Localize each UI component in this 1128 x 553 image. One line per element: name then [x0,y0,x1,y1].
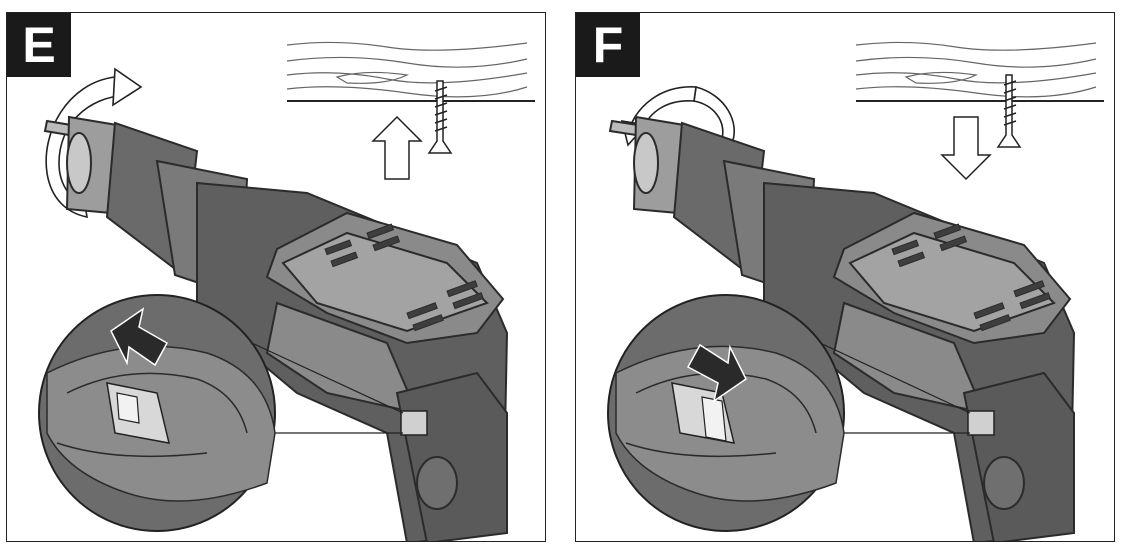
screw [996,74,1022,148]
switch-detail-magnifier [607,294,845,532]
direction-switch [967,410,995,436]
illustration-f [607,41,1104,541]
figure-panel-f: F [575,12,1115,542]
down-arrow-icon [940,116,992,181]
figure-panel-e: E [6,12,546,542]
wood-board [286,41,528,98]
drill [43,115,509,541]
screw [427,80,453,154]
panel-label-e: E [7,13,71,77]
vents [891,223,1051,332]
vents [324,223,484,332]
switch-detail-magnifier [38,294,276,532]
push-reverse-arrow-icon [686,343,747,403]
direction-switch [400,410,428,436]
push-forward-arrow-icon [110,307,169,367]
illustration-e [38,41,535,541]
wood-board [855,41,1097,98]
panel-label-f: F [576,13,640,77]
up-arrow-icon [371,115,423,180]
